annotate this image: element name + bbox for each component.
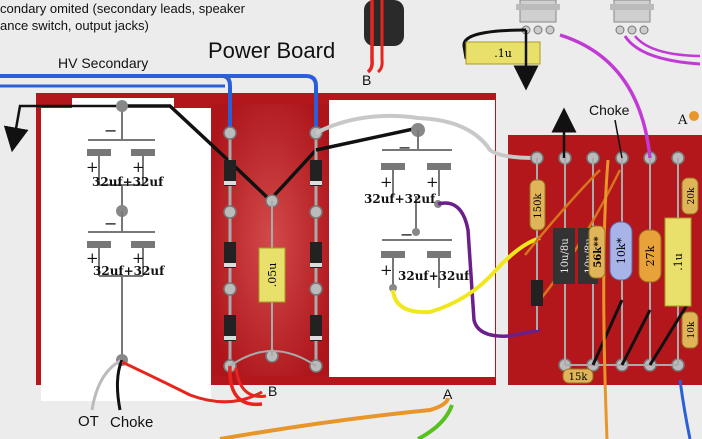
resistor-56k-label: 56k**: [593, 236, 604, 268]
svg-text:+: +: [132, 249, 145, 267]
mid-cap-upper-label: 32uf+32uf: [364, 192, 436, 206]
diodes: [224, 160, 322, 341]
red-wire-to-b: [121, 360, 263, 404]
mid-cap-lower: [381, 239, 452, 288]
note-line-2: ance switch, output jacks): [0, 18, 149, 33]
cap-10u8u-label-a: 10u/8u: [560, 238, 571, 274]
choke-bottom-label: Choke: [110, 414, 154, 431]
svg-text:+: +: [86, 249, 99, 267]
green-wire-bottom: [417, 404, 454, 439]
hv-secondary-label: HV Secondary: [58, 55, 149, 71]
cap-1u-top: [465, 41, 541, 65]
resistor-150k: [529, 179, 546, 231]
choke-wire-black: [115, 359, 124, 411]
svg-text:−: −: [398, 138, 411, 157]
left-cap-upper-label: 32uf+32uf: [92, 175, 164, 189]
film-cap-1u-label: .1u: [672, 253, 685, 271]
left-cap-lower-label: 32uf+32uf: [93, 264, 165, 278]
resistor-27k-label: 27k: [644, 245, 657, 266]
ground-wire-arrow: [3, 104, 120, 153]
purple-wire: [437, 201, 541, 338]
svg-text:−: −: [104, 121, 117, 140]
svg-text:+: +: [426, 173, 439, 191]
orange-wire-right: [602, 159, 610, 439]
resistor-15k: [562, 368, 594, 384]
b-top-label: B: [362, 72, 372, 88]
mid-cap-upper: [381, 130, 452, 232]
cap-1u-top-label: .1u: [494, 47, 512, 60]
hv-secondary-wire-3: [160, 74, 318, 130]
a-bottom-label: A: [443, 386, 453, 402]
svg-text:+: +: [380, 261, 393, 279]
resistor-20k: [681, 177, 699, 215]
red-wire-b-bottom: [228, 365, 263, 407]
resistor-20k-label: 20k: [687, 187, 697, 204]
film-cap-05u-label: .05u: [266, 263, 279, 288]
left-cap-panel: [41, 108, 211, 401]
a-right-label: A: [677, 113, 688, 128]
resistor-27k: [638, 229, 662, 283]
svg-text:+: +: [380, 173, 393, 191]
pot-2: [610, 0, 654, 35]
black-wire-mid: [315, 126, 419, 152]
mid-cap-lower-label: 32uf+32uf: [398, 269, 470, 283]
tube-socket-bottom: [364, 0, 404, 46]
ot-wire: [90, 358, 123, 411]
yellow-wire: [391, 236, 541, 315]
resistor-150k-label: 150k: [533, 192, 544, 218]
resistor-10k: [609, 221, 633, 281]
resistor-10k-label: 10k*: [615, 237, 628, 264]
b-bottom-label: B: [268, 383, 278, 399]
header-note: condary omited (secondary leads, speaker…: [0, 0, 245, 34]
film-cap-1u: [664, 217, 692, 307]
ot-label: OT: [78, 413, 99, 430]
note-line-1: condary omited (secondary leads, speaker: [0, 1, 245, 16]
left-cap-upper: [87, 106, 155, 211]
resistor-15k-label: 15k: [569, 372, 589, 383]
magenta-wire: [559, 33, 652, 159]
svg-text:+: +: [86, 158, 99, 176]
resistor-56k: [588, 225, 606, 279]
board-title: Power Board: [208, 38, 336, 63]
blue-wire-right: [678, 379, 692, 439]
choke-top-label: Choke: [589, 102, 630, 118]
resistor-10k-edge-label: 10k: [687, 321, 697, 338]
film-cap-05u: [258, 247, 286, 303]
svg-text:+: +: [132, 158, 145, 176]
resistor-10k-edge: [681, 311, 699, 349]
svg-text:−: −: [104, 214, 117, 233]
left-cap-lower: [87, 211, 155, 360]
gray-wire-top: [315, 113, 538, 160]
diode-turret: [531, 280, 543, 306]
svg-text:−: −: [400, 225, 413, 244]
orange-wire-bottom: [219, 397, 450, 439]
